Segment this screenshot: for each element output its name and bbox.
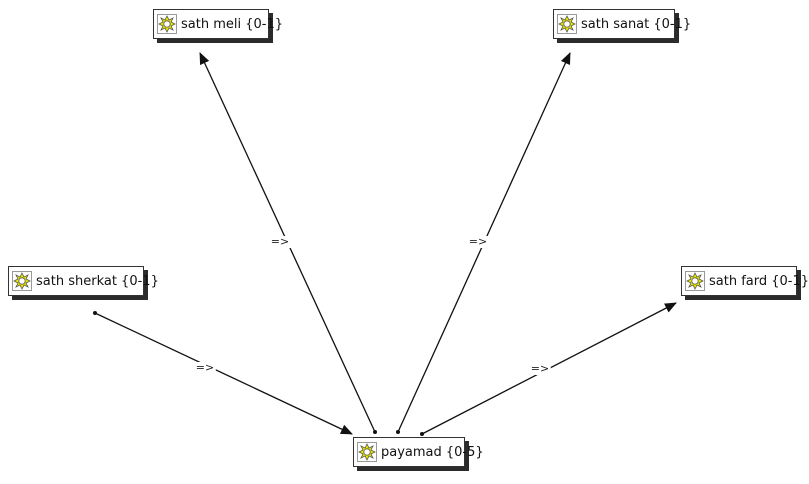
node-label: sath sherkat {0-1} — [36, 273, 159, 289]
node-sath-fard[interactable]: sath fard {0-1} — [681, 266, 809, 296]
node-sath-sanat[interactable]: sath sanat {0-1} — [553, 9, 691, 39]
variable-node-icon — [157, 14, 177, 34]
edge-start-dot — [396, 430, 400, 434]
edge-sath-sherkat-to-payamad — [94, 312, 353, 435]
edge-start-dot — [373, 430, 377, 434]
node-sath-meli[interactable]: sath meli {0-1} — [153, 9, 283, 39]
node-label: sath fard {0-1} — [709, 273, 809, 289]
variable-node-icon — [557, 14, 577, 34]
node-label: sath meli {0-1} — [181, 16, 284, 32]
node-label: sath sanat {0-1} — [581, 16, 692, 32]
edge-label: => — [268, 235, 292, 248]
variable-node-icon — [685, 271, 705, 291]
node-label: payamad {0-5} — [381, 444, 484, 460]
edge-start-dot — [420, 432, 424, 436]
edge-label: => — [193, 361, 217, 374]
edge-label: => — [528, 362, 552, 375]
edge-label: => — [466, 235, 490, 248]
variable-node-icon — [12, 271, 32, 291]
node-sath-sherkat[interactable]: sath sherkat {0-1} — [8, 266, 159, 296]
node-payamad[interactable]: payamad {0-5} — [353, 437, 484, 467]
variable-node-icon — [357, 442, 377, 462]
edge-start-dot — [93, 311, 97, 315]
